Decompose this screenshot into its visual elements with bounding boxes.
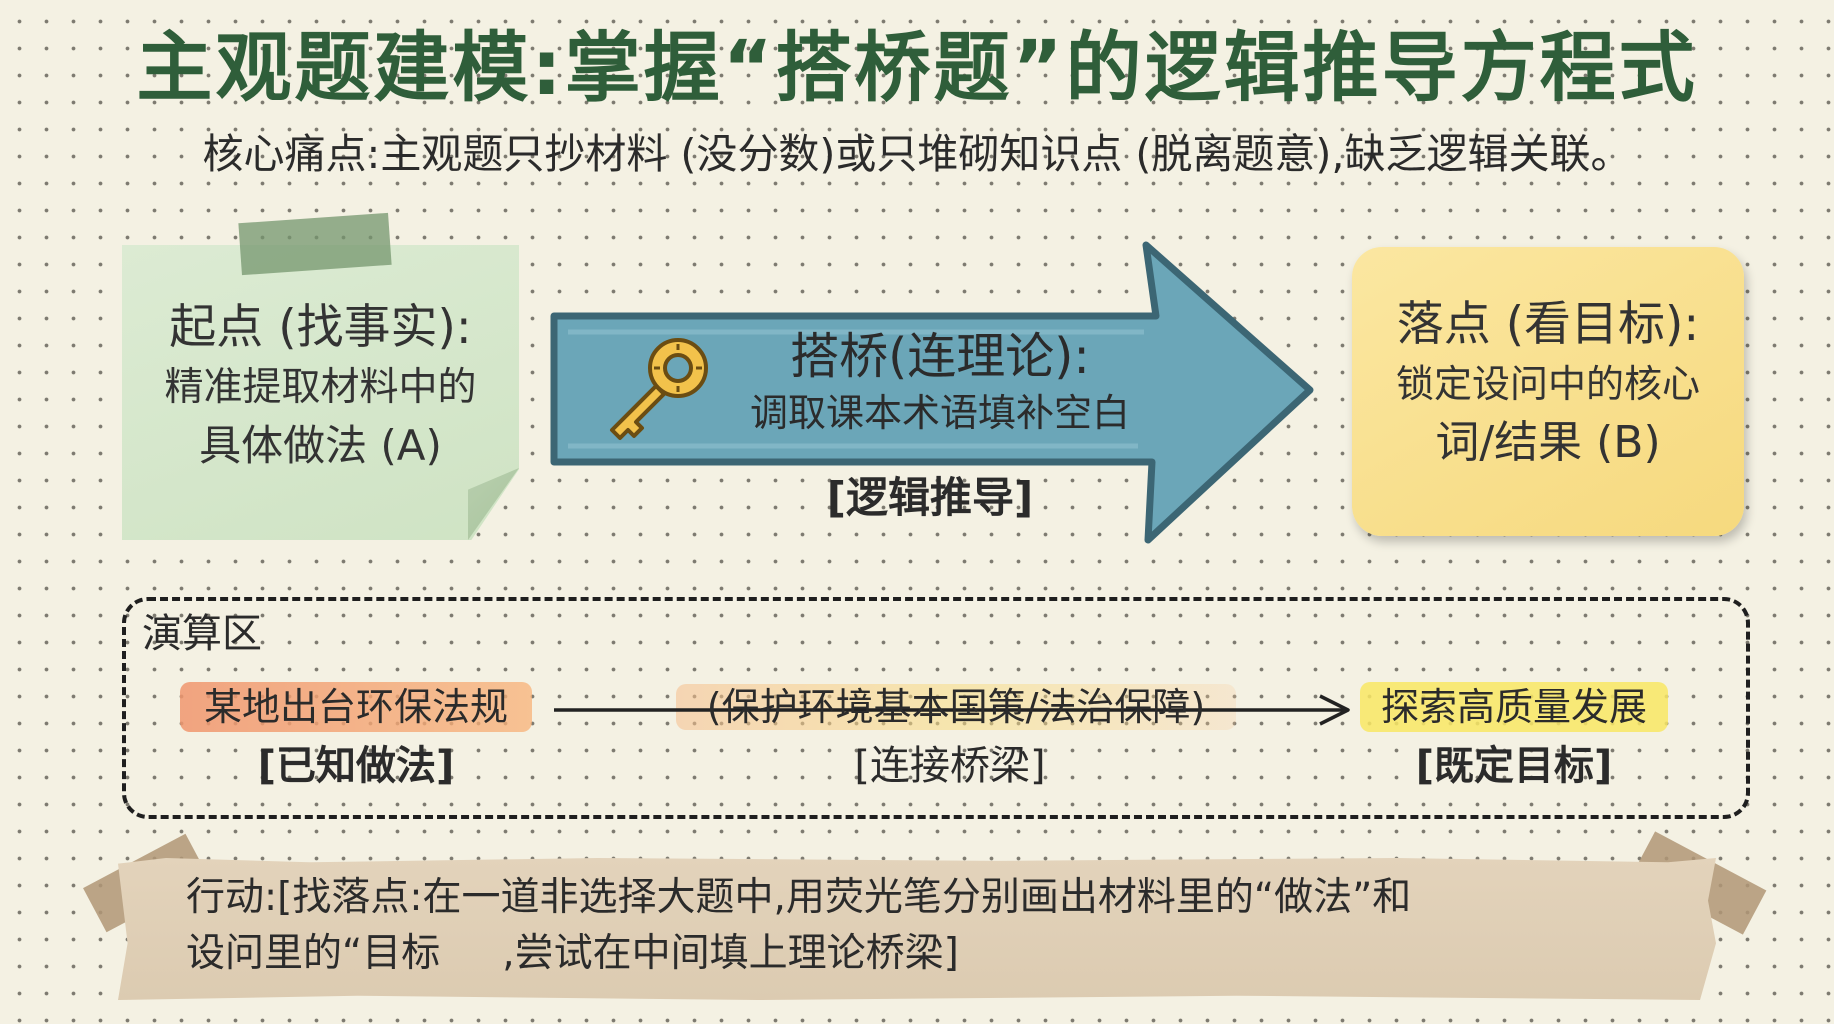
start-sticky-note: [122, 245, 519, 540]
known-highlight: [180, 682, 532, 732]
bridge-heading: 搭桥(连理论):: [790, 328, 1090, 385]
scratch-area-label: 演算区: [142, 611, 262, 657]
bridge-text: 搭桥(连理论): 调取课本术语填补空白: [690, 326, 1190, 438]
end-note-line2: 词/结果 (B): [1435, 417, 1661, 468]
bridge-label: [连接桥梁]: [854, 743, 1046, 789]
end-note-text: 落点 (看目标): 锁定设问中的核心 词/结果 (B): [1352, 294, 1744, 474]
end-note-line1: 锁定设问中的核心: [1395, 362, 1700, 406]
end-sticky-note: [1352, 247, 1744, 536]
page-title: 主观题建模:掌握“搭桥题”的逻辑推导方程式: [136, 23, 1698, 112]
bridge-arrow: [550, 241, 1314, 544]
bridge-highlight: [676, 684, 1236, 730]
goal-text: 探索高质量发展: [1380, 685, 1647, 729]
bridge-caption: [逻辑推导]: [826, 473, 1034, 522]
scratch-area-box: [122, 597, 1750, 819]
start-note-heading: 起点 (找事实):: [169, 300, 472, 355]
key-icon: [610, 338, 708, 440]
goal-highlight: [1360, 682, 1668, 732]
bridge-line1: 调取课本术语填补空白: [749, 391, 1130, 435]
green-tape: [238, 212, 392, 276]
scratch-arrow: [554, 694, 1350, 726]
known-practice-label: [已知做法]: [257, 743, 455, 789]
known-practice-text: 某地出台环保法规: [203, 685, 508, 729]
start-note-line2: 具体做法 (A): [199, 421, 442, 470]
action-line2: 设问里的“目标 ,尝试在中间填上理论桥梁]: [186, 931, 959, 976]
action-text: 行动:[找落点:在一道非选择大题中,用荧光笔分别画出材料里的“做法”和 设问里的…: [186, 870, 1706, 982]
start-note-line1: 精准提取材料中的: [164, 365, 477, 410]
action-line1: 行动:[找落点:在一道非选择大题中,用荧光笔分别画出材料里的“做法”和: [186, 875, 1412, 920]
pain-point-subtitle: 核心痛点:主观题只抄材料 (没分数)或只堆砌知识点 (脱离题意),缺乏逻辑关联。: [202, 130, 1632, 178]
bridge-theory-text: (保护环境基本国策/法治保障): [706, 685, 1206, 729]
goal-label: [既定目标]: [1415, 743, 1613, 789]
start-note-text: 起点 (找事实): 精准提取材料中的 具体做法 (A): [122, 296, 519, 476]
action-banner: [118, 858, 1716, 1000]
end-note-heading: 落点 (看目标):: [1396, 297, 1700, 352]
